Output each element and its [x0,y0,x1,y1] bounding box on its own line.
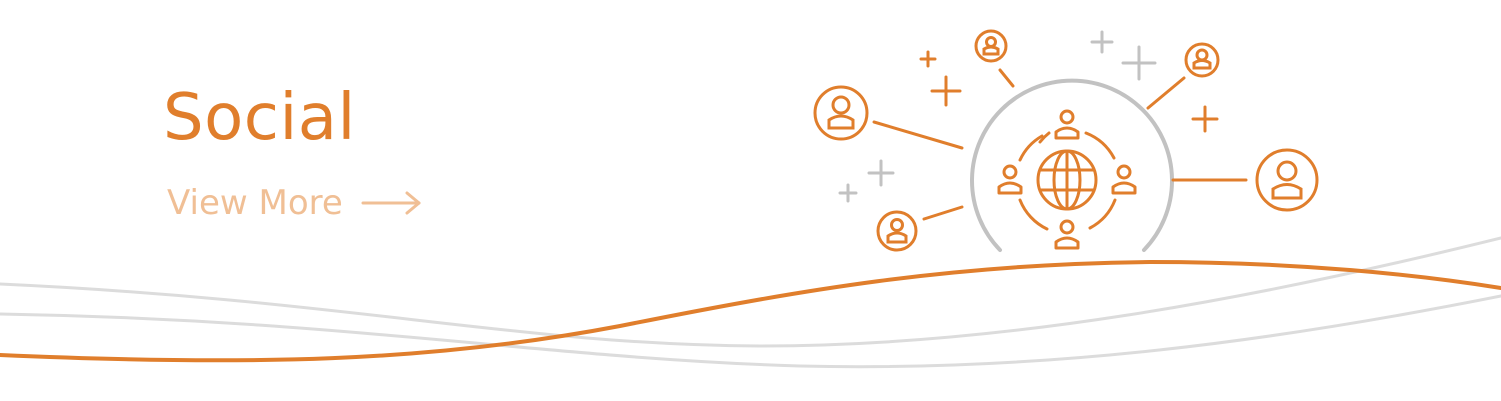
user-circle-icon [876,210,918,252]
user-circle-icon [974,29,1008,63]
connector-left [872,120,964,150]
plus-icon [838,30,1219,203]
person-icon [1111,164,1137,195]
view-more-label: View More [167,183,343,223]
inner-ring [1018,131,1117,231]
page-title: Social [163,81,356,155]
view-more-link[interactable]: View More [167,181,423,225]
gray-wave-1 [0,236,1501,348]
connector-bottom-left [922,205,964,221]
connector-lines [872,68,1248,221]
connector-top-right [1146,76,1186,110]
user-circle-icon [1255,148,1319,212]
orange-wave [0,259,1501,363]
arrow-right-icon [361,191,421,215]
user-circle-icon [1184,42,1220,78]
gray-wave-2 [0,294,1501,369]
person-icon [1054,109,1080,140]
hub-arch [970,78,1174,252]
person-icon [1054,219,1080,250]
person-icon [997,164,1023,195]
connector-top [998,68,1015,88]
background-waves [0,236,1501,369]
user-circle-icon [813,85,869,141]
globe-icon [1036,149,1098,211]
